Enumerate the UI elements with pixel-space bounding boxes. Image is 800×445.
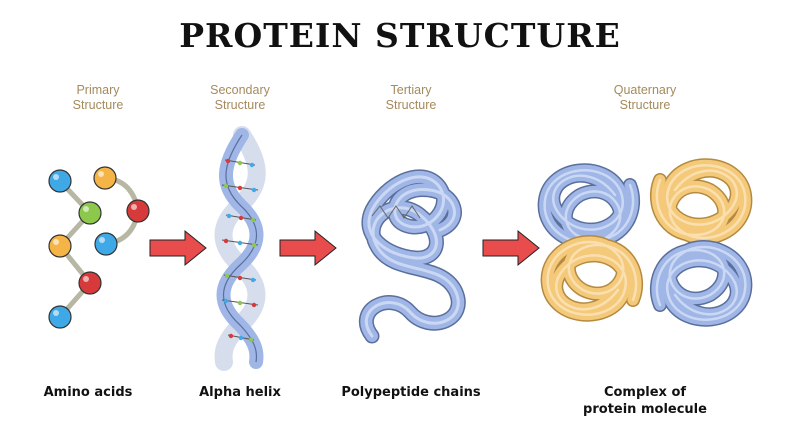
amino-acid-orange [48, 234, 72, 258]
amino-acid-blue [94, 232, 118, 256]
arrow-right-icon [279, 229, 337, 267]
tertiary-label-line1: Tertiary [390, 83, 432, 97]
amino-acids-caption-text: Amino acids [43, 385, 133, 400]
secondary-label-line2: Structure [214, 98, 266, 112]
polypeptide-chains-caption: Polypeptide chains [326, 384, 496, 401]
arrow-right-icon [149, 229, 207, 267]
subunit-blue [657, 247, 745, 320]
amino-acid-red [126, 199, 150, 223]
quaternary-label-line1: Quaternary [613, 83, 677, 97]
primary-structure-label: Primary Structure [28, 83, 168, 113]
primary-label-line1: Primary [76, 83, 120, 97]
protein-complex-caption-line1: Complex of [603, 385, 687, 400]
alpha-helix-caption-text: Alpha helix [199, 385, 281, 400]
protein-complex-caption-line2: protein molecule [583, 402, 707, 417]
amino-acid-chain [48, 166, 150, 329]
quaternary-structure-label: Quaternary Structure [575, 83, 715, 113]
polypeptide-chains-caption-text: Polypeptide chains [341, 385, 481, 400]
polypeptide-chain [358, 169, 466, 344]
protein-complex [545, 165, 746, 319]
alpha-helix [214, 126, 266, 371]
protein-complex-caption: Complex of protein molecule [560, 384, 730, 418]
amino-acid-red [78, 271, 102, 295]
amino-acids-caption: Amino acids [18, 384, 158, 401]
alpha-helix-caption: Alpha helix [170, 384, 310, 401]
tertiary-label-line2: Structure [385, 98, 437, 112]
amino-acid-blue [48, 169, 72, 193]
primary-label-line2: Structure [72, 98, 124, 112]
subunit-yellow [548, 242, 636, 315]
tertiary-structure-label: Tertiary Structure [341, 83, 481, 113]
amino-acid-green [78, 201, 102, 225]
arrow-right-icon [482, 229, 540, 267]
page-title: PROTEIN STRUCTURE [179, 16, 621, 55]
amino-acid-blue [48, 305, 72, 329]
subunit-yellow [657, 165, 745, 238]
subunit-blue [545, 170, 633, 243]
secondary-structure-label: Secondary Structure [170, 83, 310, 113]
secondary-label-line1: Secondary [210, 83, 270, 97]
amino-acid-orange [93, 166, 117, 190]
quaternary-label-line2: Structure [619, 98, 671, 112]
